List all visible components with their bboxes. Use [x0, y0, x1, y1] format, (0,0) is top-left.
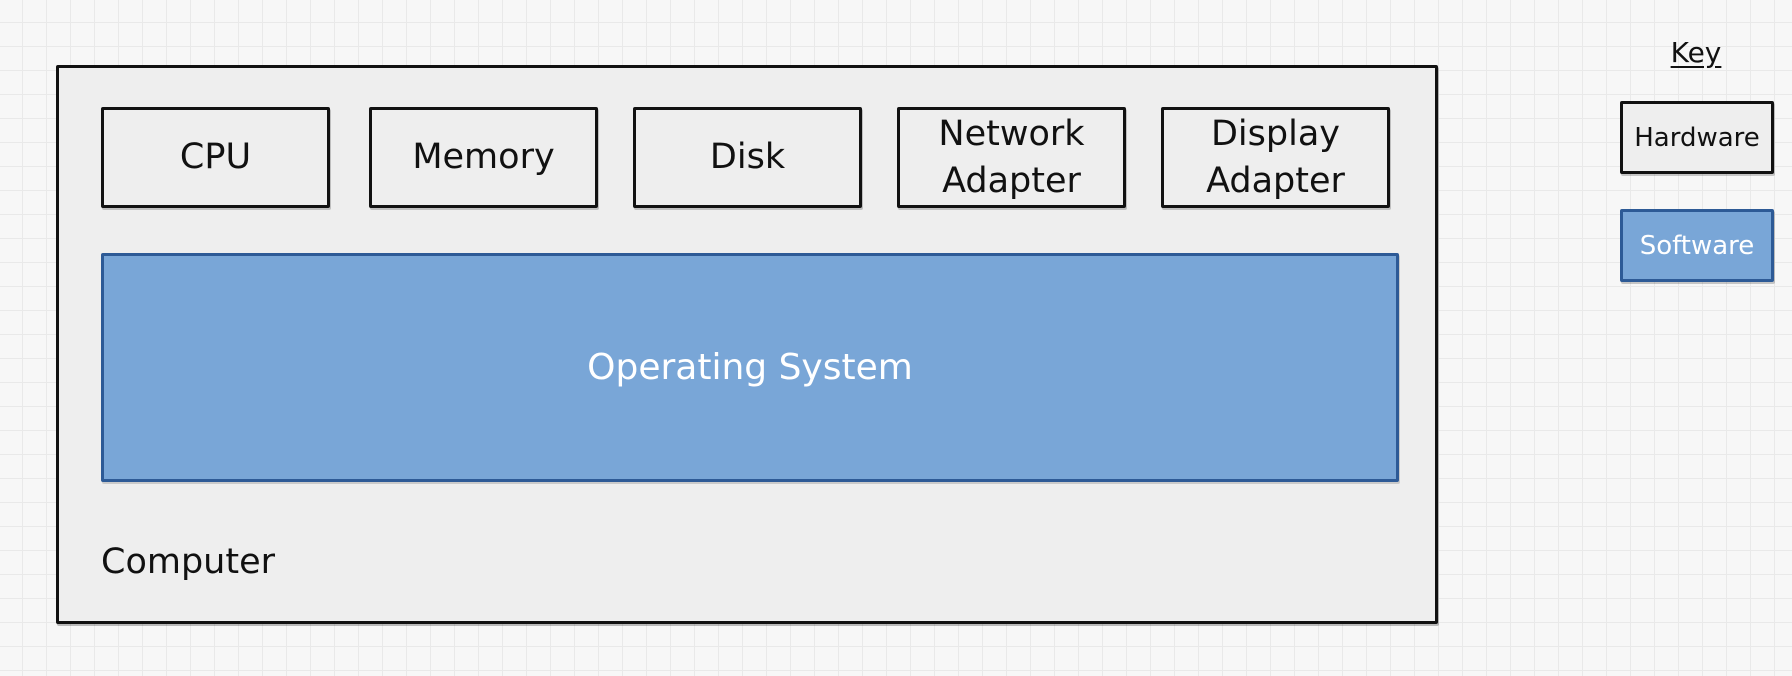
display-adapter-label: Display Adapter	[1206, 113, 1345, 201]
network-adapter-label: Network Adapter	[938, 113, 1085, 201]
display-adapter-box: Display Adapter	[1161, 107, 1390, 208]
key-hardware-swatch: Hardware	[1620, 101, 1774, 174]
key-title: Key	[1670, 36, 1722, 69]
cpu-label: CPU	[179, 137, 252, 177]
key-software-label: Software	[1639, 230, 1755, 261]
key-software-swatch: Software	[1620, 209, 1774, 282]
disk-label: Disk	[709, 137, 786, 177]
operating-system-box: Operating System	[101, 253, 1399, 482]
operating-system-label: Operating System	[587, 347, 913, 388]
computer-label: Computer	[101, 542, 275, 582]
memory-label: Memory	[412, 137, 555, 177]
memory-box: Memory	[369, 107, 598, 208]
key-hardware-label: Hardware	[1634, 122, 1760, 153]
cpu-box: CPU	[101, 107, 330, 208]
network-adapter-box: Network Adapter	[897, 107, 1126, 208]
disk-box: Disk	[633, 107, 862, 208]
